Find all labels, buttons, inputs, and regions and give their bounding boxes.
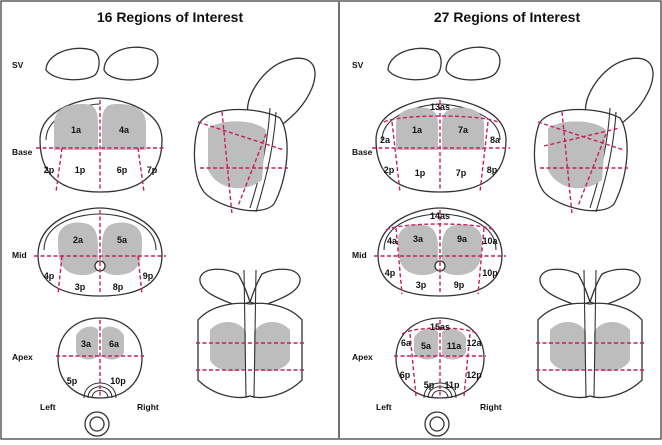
right-panel-title: 27 Regions of Interest [434, 9, 581, 25]
right-panel: 27 Regions of Interest SV Base Mid Apex … [352, 9, 653, 436]
region-label: 4a [119, 125, 130, 135]
region-label: 1a [71, 125, 82, 135]
region-label: 4p [44, 271, 55, 281]
right-orientation-label: Right [480, 402, 502, 412]
region-label: 5a [421, 341, 432, 351]
region-label: 7p [456, 168, 467, 178]
left-panel-title: 16 Regions of Interest [97, 9, 244, 25]
region-label: 4a [387, 236, 398, 246]
left-orientation-label: Left [376, 402, 392, 412]
seminal-vesicles [388, 47, 500, 80]
region-label: 6a [401, 338, 412, 348]
region-label: 6p [400, 370, 411, 380]
region-label: 14as [430, 211, 450, 221]
region-label: 9a [457, 234, 468, 244]
left-orientation-label: Left [40, 402, 56, 412]
region-label: 9p [454, 280, 465, 290]
region-label: 12p [466, 370, 482, 380]
row-label-mid: Mid [12, 250, 27, 260]
region-label: 8p [113, 282, 124, 292]
seminal-vesicles [46, 47, 158, 80]
region-label: 3a [413, 234, 424, 244]
base-section: 1a 4a 2p 1p 6p 7p [36, 98, 166, 192]
region-label: 3a [81, 339, 92, 349]
region-label: 5a [117, 235, 128, 245]
region-label: 7a [458, 125, 469, 135]
region-label: 8a [490, 135, 501, 145]
region-label: 1p [75, 165, 86, 175]
region-label: 5p [67, 376, 78, 386]
row-label-base: Base [352, 147, 373, 157]
mid-section: 2a 5a 4p 3p 8p 9p [34, 208, 166, 296]
right-orientation-label: Right [137, 402, 159, 412]
region-label: 6p [117, 165, 128, 175]
region-label: 10a [482, 236, 498, 246]
coronal-view [536, 269, 644, 398]
region-label: 13as [430, 102, 450, 112]
row-label-apex: Apex [352, 352, 373, 362]
row-label-sv: SV [352, 60, 364, 70]
region-label: 1p [415, 168, 426, 178]
region-label: 2a [73, 235, 84, 245]
region-label: 11a [447, 341, 463, 351]
region-label: 10p [110, 376, 126, 386]
region-label: 3p [416, 280, 427, 290]
apex-section: 3a 6a 5p 10p [56, 318, 144, 398]
region-label: 8p [487, 165, 498, 175]
row-label-apex: Apex [12, 352, 33, 362]
urethra-ring [425, 412, 449, 436]
left-panel: 16 Regions of Interest SV Base Mid Apex … [12, 9, 315, 436]
row-label-sv: SV [12, 60, 24, 70]
region-label: 4p [385, 268, 396, 278]
region-label: 10p [482, 268, 498, 278]
region-label: 2p [384, 165, 395, 175]
urethra-ring [85, 412, 109, 436]
region-label: 11p [444, 380, 460, 390]
region-label: 12a [466, 338, 482, 348]
region-label: 3p [75, 282, 86, 292]
coronal-view [196, 269, 304, 398]
region-label: 5p [424, 380, 435, 390]
sagittal-view [534, 58, 653, 214]
region-label: 1a [412, 125, 423, 135]
region-label: 6a [109, 339, 120, 349]
region-label: 2p [44, 165, 55, 175]
mid-section: 14as 4a 3a 9a 10a 4p 3p 9p 10p [374, 208, 506, 296]
row-label-base: Base [12, 147, 33, 157]
apex-section: 15as 6a 5a 11a 12a 6p 5p 11p 12p [394, 318, 486, 398]
sagittal-view [194, 58, 315, 214]
base-section: 13as 2a 1a 7a 8a 2p 1p 7p 8p [372, 98, 510, 192]
region-label: 7p [147, 165, 158, 175]
row-label-mid: Mid [352, 250, 367, 260]
region-label: 2a [380, 135, 391, 145]
region-label: 15as [430, 322, 450, 332]
region-label: 9p [143, 271, 154, 281]
